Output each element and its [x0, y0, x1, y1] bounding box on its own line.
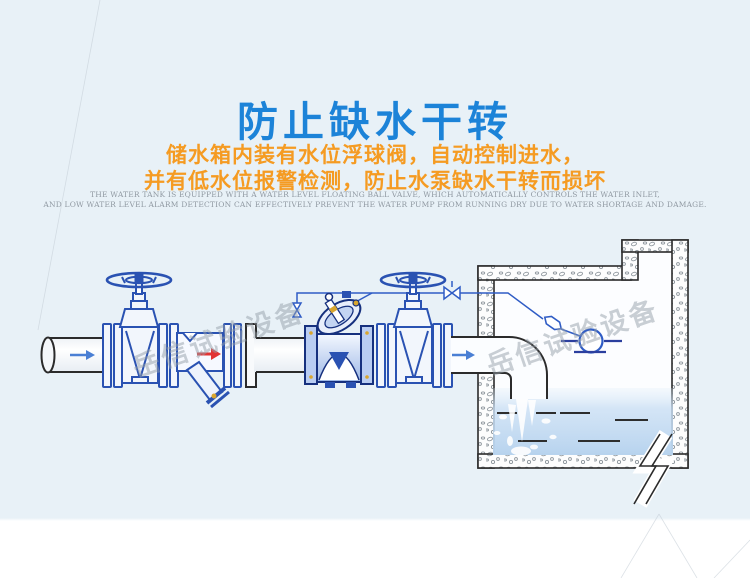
inlet-flow-arrow	[70, 350, 95, 360]
handwheel	[105, 271, 173, 289]
flange-bolts	[309, 331, 369, 379]
y-strainer	[176, 323, 242, 409]
water-ripples	[497, 412, 648, 442]
water-level-marks	[561, 339, 622, 354]
break-symbol	[632, 430, 676, 508]
float-ball-valve	[543, 315, 622, 354]
water-splash	[493, 399, 557, 456]
hydraulic-float-control-valve	[304, 291, 374, 388]
caption-line-1: THE WATER TANK IS EQUIPPED WITH A WATER …	[90, 190, 660, 199]
caption-line-2: AND LOW WATER LEVEL ALARM DETECTION CAN …	[43, 199, 707, 209]
tank-flow-arrow	[452, 350, 475, 360]
supply-pipe	[40, 336, 104, 374]
storage-tank	[477, 239, 689, 469]
background-decor-lines	[37, 0, 750, 578]
english-caption: THE WATER TANK IS EQUIPPED WITH A WATER …	[0, 190, 750, 209]
pipe-spool	[245, 323, 306, 388]
page-title: 防止缺水干转	[237, 99, 513, 145]
gate-valve-left	[102, 271, 179, 388]
diaphragm-bonnet	[316, 298, 362, 336]
float-ball	[578, 328, 604, 354]
subtitle-line-1: 储水箱内装有水位浮球阀，自动控制进水，	[166, 144, 584, 167]
subtitle-line-2: 并有低水位报警检测，防止水泵缺水干转而损坏	[144, 170, 606, 193]
subtitle: 储水箱内装有水位浮球阀，自动控制进水， 并有低水位报警检测，防止水泵缺水干转而损…	[0, 143, 750, 195]
gate-valve-right	[375, 271, 454, 389]
tank-inlet-pipe	[451, 336, 548, 399]
strainer-flow-arrow	[197, 348, 221, 360]
pilot-line	[291, 281, 544, 320]
